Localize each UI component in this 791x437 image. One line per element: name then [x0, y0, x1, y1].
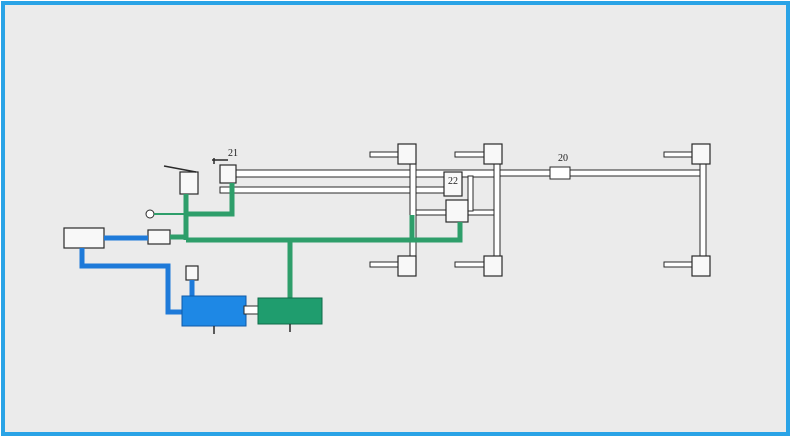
- chamber-tl: [397, 143, 417, 165]
- valve-20: [549, 166, 571, 180]
- relay-valve-22: [443, 171, 463, 197]
- chamber-bm: [483, 255, 503, 277]
- pedal-valve: [179, 171, 199, 195]
- label-20: 20: [558, 153, 568, 164]
- right-main-pipe: [495, 169, 703, 177]
- blue-pipe-network: [79, 235, 195, 315]
- blue-air-tank: [181, 295, 247, 327]
- green-air-tank: [257, 297, 323, 325]
- chamber-tr: [691, 143, 711, 165]
- label-21: 21: [228, 148, 238, 159]
- pressure-gauge-icon: [145, 209, 155, 219]
- green-pipe-network: [170, 183, 463, 300]
- chamber-tm: [483, 143, 503, 165]
- filter-box: [147, 229, 171, 245]
- compressor: [63, 227, 105, 249]
- chamber-br: [691, 255, 711, 277]
- chamber-bl: [397, 255, 417, 277]
- relay-valve-lower: [445, 199, 469, 223]
- valve-21: [219, 164, 237, 184]
- regulator-box: [185, 265, 199, 281]
- green-main-line: [186, 222, 463, 243]
- brake-chambers: [63, 143, 711, 281]
- mid-axle-riser: [493, 159, 501, 271]
- blue-compressor-to-tank: [79, 248, 184, 315]
- label-22: 22: [448, 176, 458, 187]
- tank-connector: [243, 305, 259, 315]
- valve22-drop: [467, 175, 474, 212]
- right-riser: [699, 159, 707, 271]
- green-valve21-feed: [186, 183, 235, 217]
- pedal-lever: [163, 165, 197, 173]
